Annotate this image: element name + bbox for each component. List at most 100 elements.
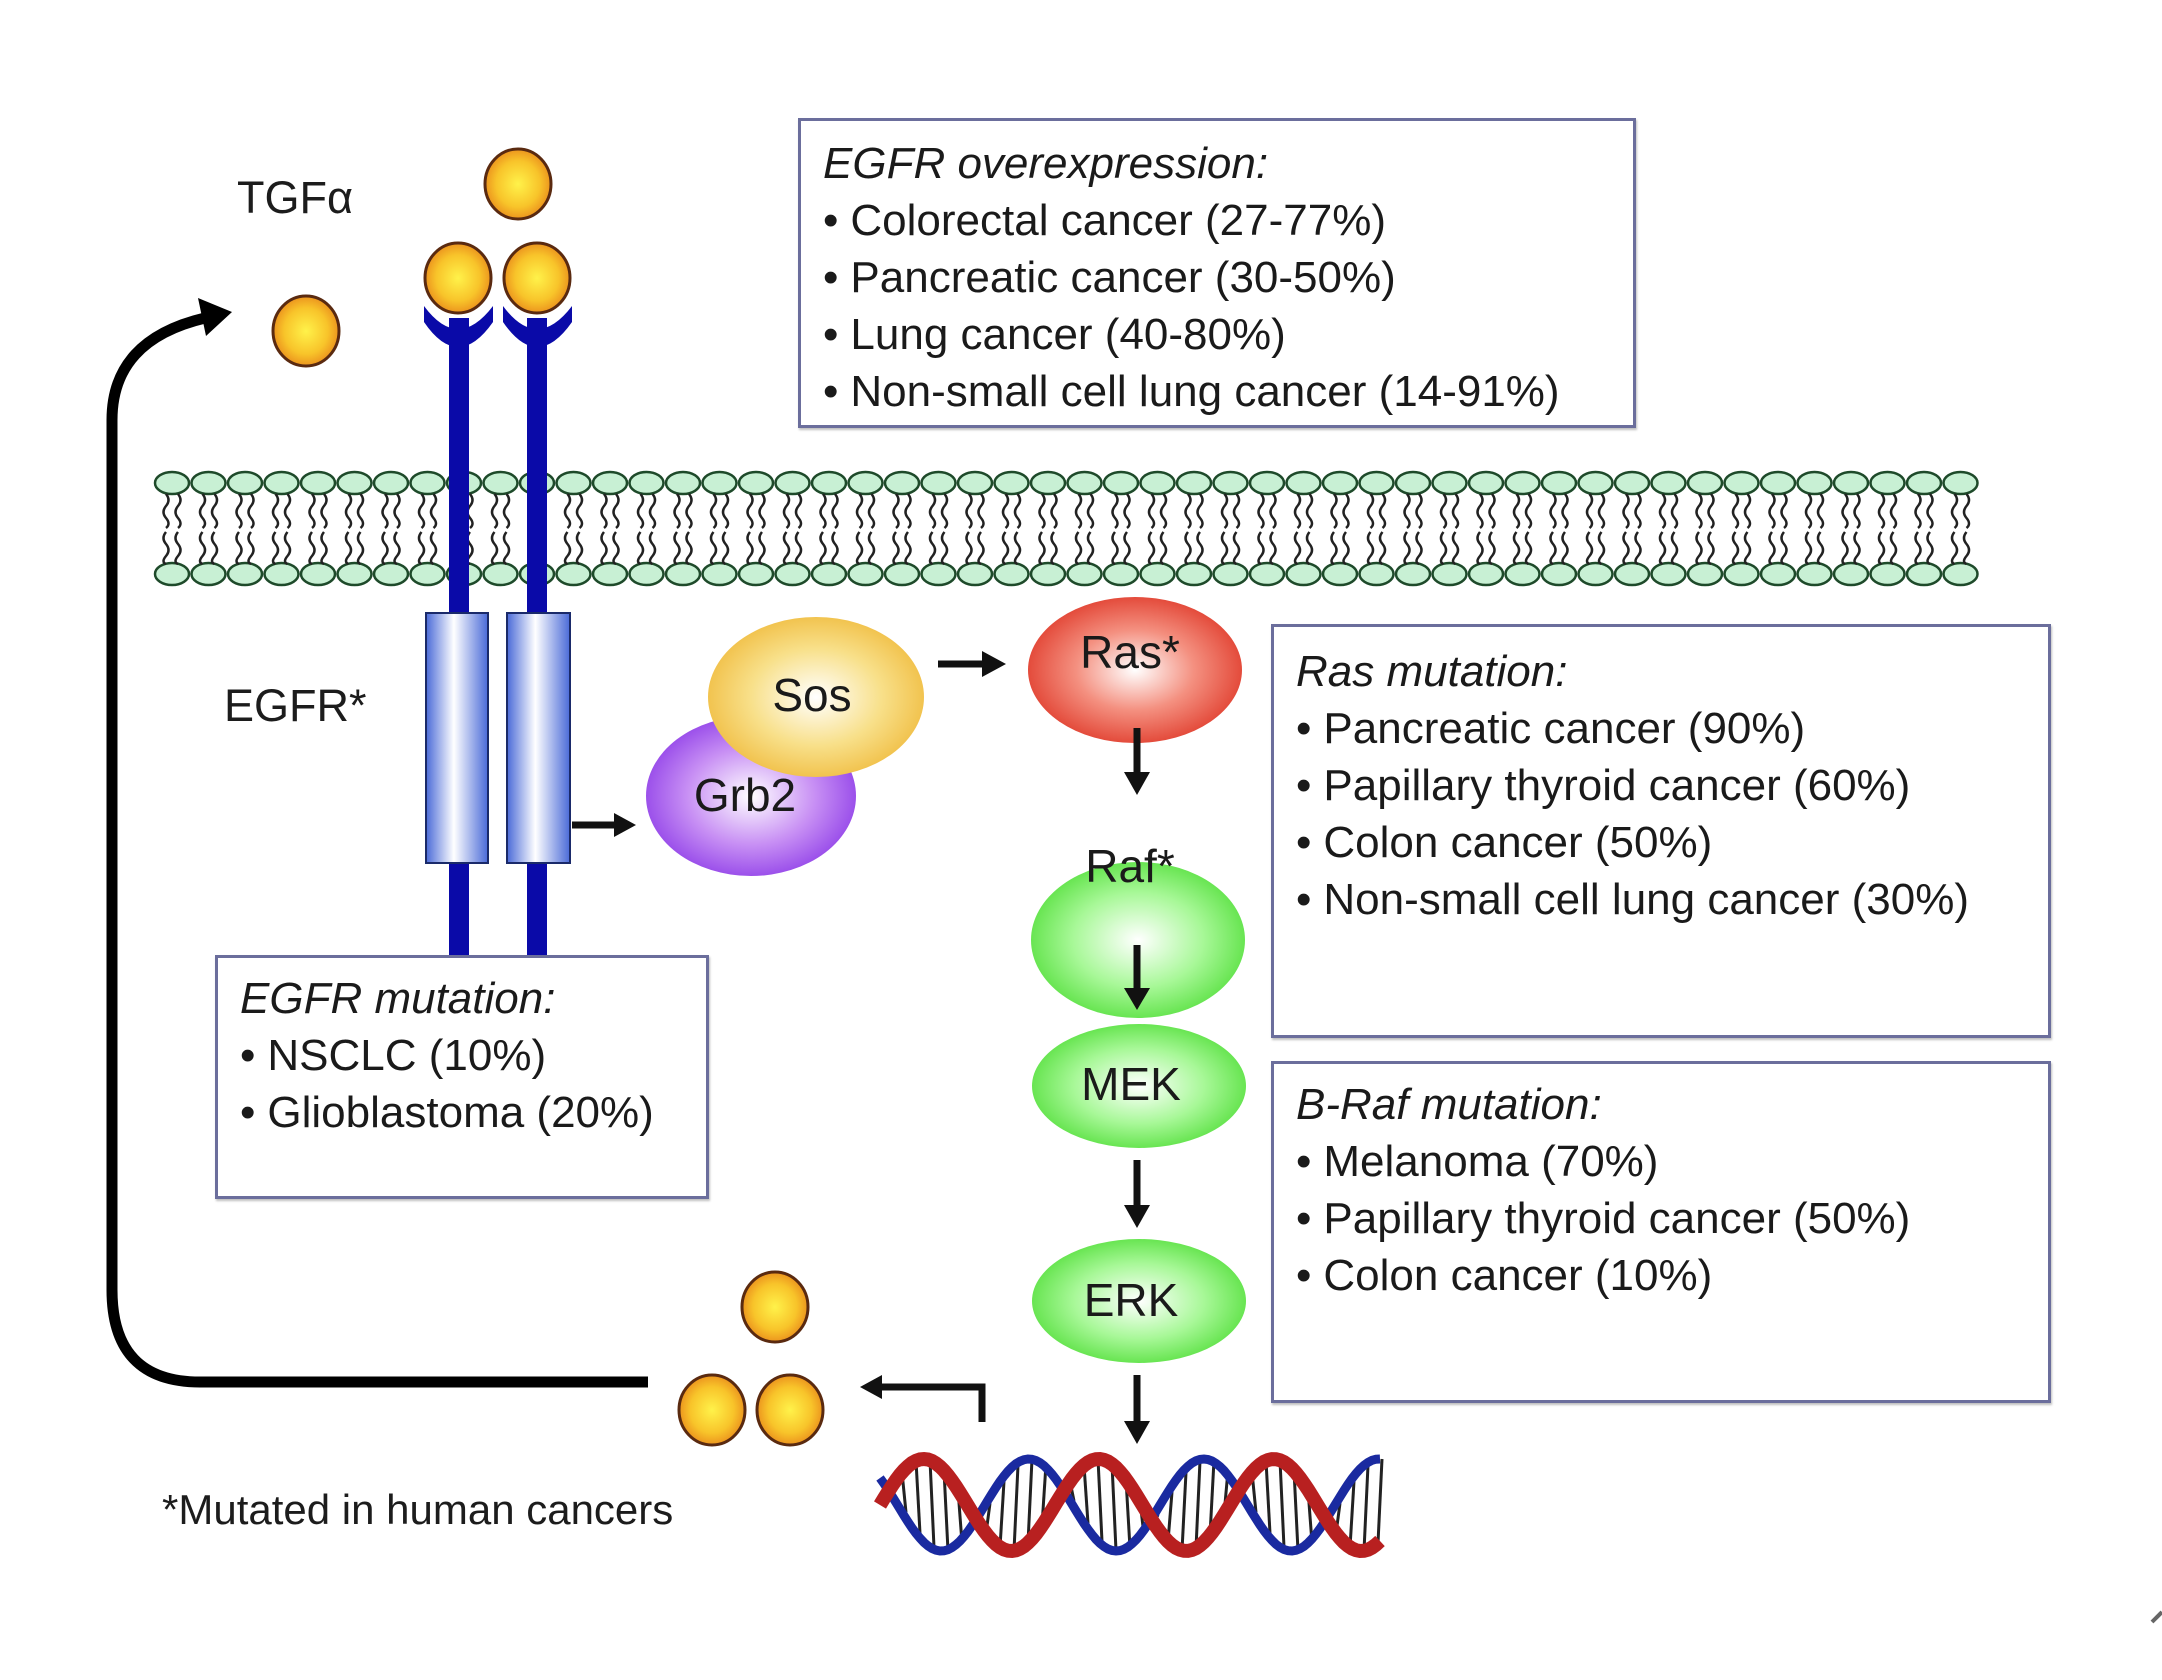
lipid-tail <box>794 493 803 529</box>
lipid-head <box>1066 561 1103 587</box>
lipid-head <box>1650 561 1687 587</box>
lipid-tail <box>1159 493 1168 529</box>
lipid-head <box>1759 561 1797 587</box>
lipid-tail <box>1366 493 1375 529</box>
lipid-tail <box>563 493 572 529</box>
lipid-tail <box>575 531 584 566</box>
lipid-tail <box>271 531 280 566</box>
ras-node <box>1028 597 1242 743</box>
lipid-tail <box>892 531 900 566</box>
lipid-head <box>847 470 884 496</box>
list-item: Papillary thyroid cancer (60%) <box>1296 757 2048 814</box>
lipid-tail <box>1634 531 1642 566</box>
lipid-head <box>1942 561 1979 587</box>
lipid-tail <box>1086 493 1095 529</box>
lipid-tail <box>247 493 255 529</box>
lipid-tail <box>721 531 730 566</box>
lipid-tail <box>1220 531 1229 566</box>
tgf-alpha-ligands <box>271 147 825 1447</box>
dna-base-pair <box>1264 1460 1272 1534</box>
lipid-head <box>664 561 702 587</box>
ligand-bound-left <box>423 241 493 315</box>
lipid-tail <box>1123 493 1131 529</box>
lipid-head <box>1540 470 1578 496</box>
lipid-tail <box>174 493 182 529</box>
dna-base-pair <box>1348 1481 1356 1548</box>
list-item: Non-small cell lung cancer (14-91%) <box>823 363 1633 420</box>
autocrine-feedback-arrow <box>106 312 648 1388</box>
lipid-tail <box>940 531 949 566</box>
lipid-head <box>1248 561 1286 587</box>
lipid-tail <box>855 531 864 566</box>
receptor-cup-right <box>503 306 572 347</box>
lipid-head <box>153 470 191 496</box>
lipid-tail <box>648 531 657 566</box>
lipid-head <box>993 470 1030 496</box>
lipid-head <box>1467 470 1505 496</box>
lipid-tail <box>867 531 876 566</box>
lipid-tail <box>1561 493 1569 529</box>
lipid-tail <box>1293 493 1302 529</box>
ligand-top <box>483 147 553 221</box>
lipid-tail <box>673 493 681 529</box>
lipid-head <box>1613 470 1651 496</box>
lipid-tail <box>1257 531 1265 566</box>
lipid-tail <box>965 531 973 566</box>
egfr-overexpression-box: EGFR overexpression: Colorectal cancer (… <box>798 118 1636 428</box>
lipid-tail <box>1950 531 1959 566</box>
lipid-tail <box>685 531 693 566</box>
list-item: NSCLC (10%) <box>240 1027 706 1084</box>
lipid-tail <box>174 531 182 566</box>
lipid-tail <box>1731 493 1740 529</box>
lipid-tail <box>977 531 985 566</box>
lipid-tail <box>1914 493 1922 529</box>
lipid-head <box>1942 470 1979 496</box>
lipid-head <box>1431 561 1468 587</box>
dna-base-pair <box>1292 1470 1300 1551</box>
lipid-tail <box>1476 531 1484 566</box>
lipid-head <box>336 561 373 587</box>
lipid-head <box>555 470 592 496</box>
lipid-tail <box>819 531 827 566</box>
lipid-head <box>737 561 775 587</box>
lipid-head <box>591 470 629 496</box>
lipid-tail <box>271 493 280 529</box>
lipid-head <box>956 470 994 496</box>
list-item: Pancreatic cancer (30-50%) <box>823 249 1633 306</box>
egfr-mutation-title: EGFR mutation: <box>240 974 556 1023</box>
lipid-tail <box>1695 493 1703 529</box>
lipid-head <box>1212 561 1249 587</box>
lipid-tail <box>308 531 316 566</box>
lipid-tail <box>1780 493 1788 529</box>
lipid-tail <box>1743 531 1752 566</box>
lipid-tail <box>1561 531 1569 566</box>
lipid-tail <box>1841 493 1849 529</box>
lipid-tail <box>356 531 365 566</box>
lipid-tail <box>1658 531 1667 566</box>
lipid-tail <box>198 493 207 529</box>
lipid-tail <box>709 531 718 566</box>
lipid-tail <box>1622 531 1630 566</box>
lipid-tail <box>1804 493 1813 529</box>
dna-base-pair <box>1362 1465 1370 1551</box>
lipid-tail <box>1403 493 1411 529</box>
lipid-head <box>555 561 592 587</box>
lipid-head <box>1321 561 1359 587</box>
lipid-head <box>1832 470 1870 496</box>
corner-mark <box>2150 1610 2162 1624</box>
ligand-secreted-top <box>740 1270 810 1344</box>
lipid-head <box>1029 470 1067 496</box>
cell-membrane <box>153 470 1979 587</box>
lipid-tail <box>1330 493 1338 529</box>
lipid-head <box>737 470 775 496</box>
dna-base-pair <box>1096 1458 1104 1542</box>
lipid-head <box>774 470 811 496</box>
lipid-tail <box>758 493 766 529</box>
lipid-tail <box>600 493 608 529</box>
egfr-mutation-box: EGFR mutation: NSCLC (10%) Glioblastoma … <box>215 955 709 1199</box>
lipid-head <box>1577 470 1614 496</box>
lipid-tail <box>490 493 499 529</box>
arrowhead-mek-erk-icon <box>1124 1205 1150 1228</box>
lipid-tail <box>1415 531 1423 566</box>
